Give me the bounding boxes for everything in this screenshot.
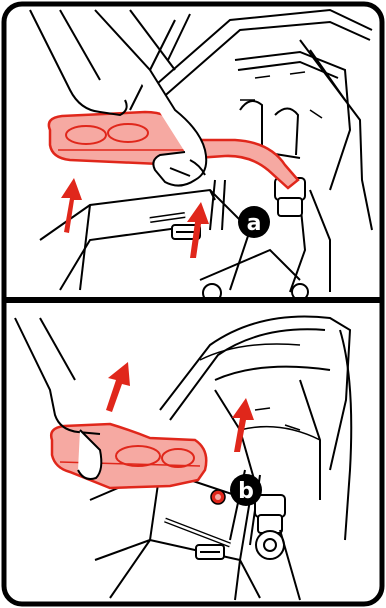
outer-frame [4, 4, 382, 604]
up-arrow-icon [106, 362, 130, 412]
step-marker-a: a [238, 206, 270, 238]
step-marker-b: b [230, 474, 262, 506]
release-button-icon [211, 490, 225, 504]
panel-top: a [30, 10, 372, 302]
step-marker-b-label: b [238, 479, 254, 504]
panel-divider [6, 297, 380, 303]
up-arrow-icon [61, 178, 82, 233]
snack-tray-icon [51, 424, 206, 488]
step-marker-a-label: a [247, 211, 262, 236]
panel-bottom: b [15, 317, 351, 600]
